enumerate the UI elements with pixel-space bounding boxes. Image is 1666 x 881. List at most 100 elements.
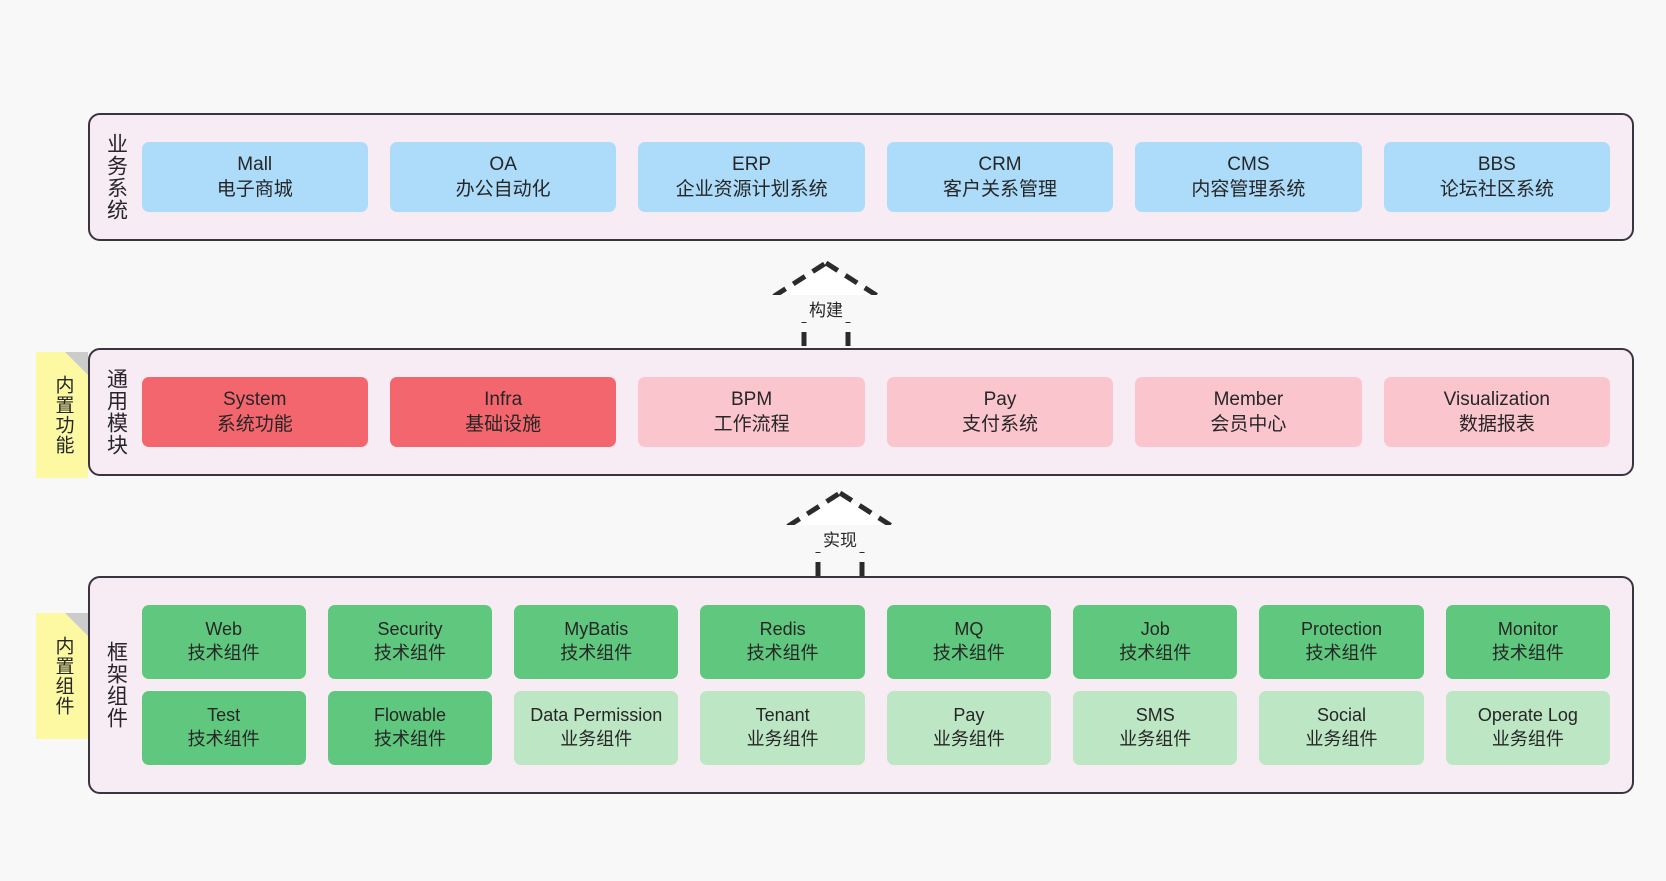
node-mq-en: MQ bbox=[954, 619, 984, 640]
business-row: Mall 电子商城 OA 办公自动化 ERP 企业资源计划系统 CRM 客户关系… bbox=[141, 142, 1611, 212]
node-oa-cn: 办公自动化 bbox=[455, 179, 551, 200]
node-bbs-cn: 论坛社区系统 bbox=[1439, 179, 1554, 200]
node-tenant-en: Tenant bbox=[755, 705, 810, 726]
layer-common-module[interactable]: 通用模块 System 系统功能 Infra 基础设施 BPM 工作流程 Pay… bbox=[88, 348, 1634, 476]
node-protection-en: Protection bbox=[1301, 619, 1383, 640]
node-mybatis-en: MyBatis bbox=[564, 619, 629, 640]
framework-row-business: Test 技术组件 Flowable 技术组件 Data Permission … bbox=[141, 691, 1611, 765]
node-tenant[interactable]: Tenant 业务组件 bbox=[700, 691, 865, 765]
node-operate-log-cn: 业务组件 bbox=[1491, 729, 1564, 749]
node-protection-cn: 技术组件 bbox=[1305, 643, 1378, 663]
node-web[interactable]: Web 技术组件 bbox=[141, 605, 306, 679]
node-security-en: Security bbox=[377, 619, 443, 640]
node-pay-component[interactable]: Pay 业务组件 bbox=[886, 691, 1052, 765]
connector-build-label: 构建 bbox=[746, 295, 906, 322]
node-tenant-cn: 业务组件 bbox=[746, 729, 819, 749]
note-fold-icon bbox=[65, 352, 88, 375]
node-pay-module[interactable]: Pay 支付系统 bbox=[886, 377, 1114, 447]
node-redis-cn: 技术组件 bbox=[746, 643, 819, 663]
node-erp-cn: 企业资源计划系统 bbox=[675, 179, 828, 200]
layer-framework-component[interactable]: 框架组件 Web 技术组件 Security 技术组件 MyBatis 技术组件… bbox=[88, 576, 1634, 794]
node-crm-en: CRM bbox=[978, 153, 1022, 175]
node-protection[interactable]: Protection 技术组件 bbox=[1259, 605, 1424, 679]
node-test-cn: 技术组件 bbox=[187, 729, 260, 749]
connector-implement-label: 实现 bbox=[760, 525, 920, 552]
node-mybatis[interactable]: MyBatis 技术组件 bbox=[514, 605, 679, 679]
node-bbs[interactable]: BBS 论坛社区系统 bbox=[1383, 142, 1611, 212]
node-visualization-cn: 数据报表 bbox=[1458, 414, 1535, 435]
node-web-en: Web bbox=[205, 619, 243, 640]
node-crm-cn: 客户关系管理 bbox=[942, 179, 1057, 200]
node-pay-component-cn: 业务组件 bbox=[932, 729, 1005, 749]
note-builtin-function-label: 内置功能 bbox=[52, 375, 74, 455]
node-test-en: Test bbox=[207, 705, 241, 726]
node-oa-en: OA bbox=[489, 153, 517, 175]
node-visualization-en: Visualization bbox=[1443, 388, 1550, 410]
node-monitor-cn: 技术组件 bbox=[1491, 643, 1564, 663]
node-data-permission[interactable]: Data Permission 业务组件 bbox=[514, 691, 679, 765]
node-cms-en: CMS bbox=[1227, 153, 1270, 175]
node-redis[interactable]: Redis 技术组件 bbox=[700, 605, 865, 679]
note-builtin-component-label: 内置组件 bbox=[52, 636, 74, 716]
node-security-cn: 技术组件 bbox=[373, 643, 446, 663]
node-system-en: System bbox=[223, 388, 287, 410]
node-infra-cn: 基础设施 bbox=[465, 414, 542, 435]
node-bbs-en: BBS bbox=[1477, 153, 1516, 175]
node-mybatis-cn: 技术组件 bbox=[560, 643, 633, 663]
node-operate-log[interactable]: Operate Log 业务组件 bbox=[1445, 691, 1611, 765]
connector-build: 构建 bbox=[745, 257, 907, 357]
node-sms[interactable]: SMS 业务组件 bbox=[1073, 691, 1238, 765]
node-monitor[interactable]: Monitor 技术组件 bbox=[1445, 605, 1611, 679]
node-sms-cn: 业务组件 bbox=[1119, 729, 1192, 749]
node-job[interactable]: Job 技术组件 bbox=[1073, 605, 1238, 679]
node-mall-cn: 电子商城 bbox=[216, 179, 293, 200]
node-pay-module-en: Pay bbox=[983, 388, 1017, 410]
node-oa[interactable]: OA 办公自动化 bbox=[389, 142, 617, 212]
node-system-cn: 系统功能 bbox=[216, 414, 293, 435]
layer-business-system-title: 业务系统 bbox=[104, 133, 128, 221]
node-flowable-en: Flowable bbox=[373, 705, 446, 726]
layer-business-system[interactable]: 业务系统 Mall 电子商城 OA 办公自动化 ERP 企业资源计划系统 CRM… bbox=[88, 113, 1634, 241]
node-sms-en: SMS bbox=[1135, 705, 1175, 726]
node-member-cn: 会员中心 bbox=[1210, 414, 1287, 435]
connector-implement: 实现 bbox=[759, 487, 921, 587]
layer-common-module-title: 通用模块 bbox=[104, 368, 128, 456]
node-job-en: Job bbox=[1140, 619, 1170, 640]
common-row: System 系统功能 Infra 基础设施 BPM 工作流程 Pay 支付系统… bbox=[141, 377, 1611, 447]
node-test[interactable]: Test 技术组件 bbox=[141, 691, 306, 765]
node-visualization[interactable]: Visualization 数据报表 bbox=[1383, 377, 1611, 447]
node-social-en: Social bbox=[1317, 705, 1367, 726]
node-pay-component-en: Pay bbox=[953, 705, 985, 726]
node-cms-cn: 内容管理系统 bbox=[1191, 179, 1306, 200]
node-erp-en: ERP bbox=[732, 153, 772, 175]
node-mall-en: Mall bbox=[237, 153, 273, 175]
node-system[interactable]: System 系统功能 bbox=[141, 377, 368, 447]
node-mq[interactable]: MQ 技术组件 bbox=[886, 605, 1052, 679]
node-social[interactable]: Social 业务组件 bbox=[1259, 691, 1424, 765]
node-cms[interactable]: CMS 内容管理系统 bbox=[1135, 142, 1362, 212]
node-bpm[interactable]: BPM 工作流程 bbox=[638, 377, 865, 447]
node-flowable[interactable]: Flowable 技术组件 bbox=[327, 691, 493, 765]
note-builtin-component[interactable]: 内置组件 bbox=[36, 613, 88, 739]
note-builtin-function[interactable]: 内置功能 bbox=[36, 352, 88, 478]
node-erp[interactable]: ERP 企业资源计划系统 bbox=[638, 142, 865, 212]
node-infra-en: Infra bbox=[484, 388, 523, 410]
node-member[interactable]: Member 会员中心 bbox=[1135, 377, 1362, 447]
node-crm[interactable]: CRM 客户关系管理 bbox=[886, 142, 1114, 212]
node-data-permission-cn: 业务组件 bbox=[560, 729, 633, 749]
framework-row-technical: Web 技术组件 Security 技术组件 MyBatis 技术组件 Redi… bbox=[141, 605, 1611, 679]
node-monitor-en: Monitor bbox=[1497, 619, 1558, 640]
node-security[interactable]: Security 技术组件 bbox=[327, 605, 493, 679]
node-bpm-cn: 工作流程 bbox=[713, 414, 790, 435]
node-social-cn: 业务组件 bbox=[1305, 729, 1378, 749]
layer-framework-component-body: Web 技术组件 Security 技术组件 MyBatis 技术组件 Redi… bbox=[134, 605, 1632, 765]
layer-business-system-body: Mall 电子商城 OA 办公自动化 ERP 企业资源计划系统 CRM 客户关系… bbox=[134, 142, 1632, 212]
node-mall[interactable]: Mall 电子商城 bbox=[141, 142, 368, 212]
node-mq-cn: 技术组件 bbox=[932, 643, 1005, 663]
node-data-permission-en: Data Permission bbox=[530, 705, 663, 726]
node-infra[interactable]: Infra 基础设施 bbox=[389, 377, 617, 447]
layer-common-module-body: System 系统功能 Infra 基础设施 BPM 工作流程 Pay 支付系统… bbox=[134, 377, 1632, 447]
node-pay-module-cn: 支付系统 bbox=[961, 414, 1038, 435]
node-member-en: Member bbox=[1213, 388, 1284, 410]
